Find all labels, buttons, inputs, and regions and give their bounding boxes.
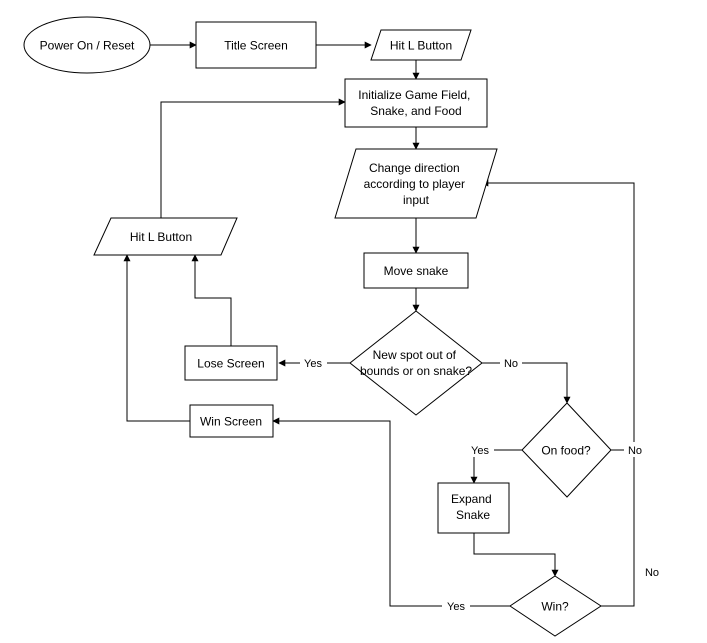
- node-power-on: Power On / Reset: [23, 16, 151, 74]
- node-win-check-label: Win?: [541, 600, 569, 614]
- edge-food-no-to-change-direction: [481, 179, 635, 451]
- edge-win-no-to-change-direction: [601, 450, 635, 607]
- edge-hit-l-to-initialize-loop: [160, 98, 346, 218]
- node-hit-l-left-label: Hit L Button: [130, 230, 192, 244]
- edges: [123, 41, 635, 607]
- node-hit-l-top: Hit L Button: [370, 29, 472, 61]
- edge-win-screen-to-hit-l: [123, 254, 190, 422]
- node-change-direction: Change direction according to player inp…: [334, 148, 498, 219]
- node-hit-l-top-label: Hit L Button: [390, 39, 452, 53]
- edge-lose-screen-to-hit-l: [191, 254, 232, 346]
- node-change-direction-label: Change direction according to player inp…: [364, 161, 469, 207]
- node-move-snake-label: Move snake: [384, 264, 449, 278]
- node-out-of-bounds-label: New spot out of bounds or on snake?: [360, 348, 472, 378]
- node-hit-l-left: Hit L Button: [93, 217, 238, 256]
- node-title-screen: Title Screen: [195, 21, 317, 69]
- edge-label-oob-no: No: [504, 358, 518, 370]
- node-win-check: Win?: [509, 575, 602, 637]
- node-expand-snake-label: Expand Snake: [451, 492, 495, 522]
- edge-labels: Yes No Yes No Yes No: [300, 355, 659, 613]
- node-on-food-label: On food?: [541, 444, 591, 458]
- edge-label-food-yes: Yes: [471, 445, 489, 457]
- edge-label-win-no: No: [645, 567, 659, 579]
- node-on-food: On food?: [521, 402, 612, 498]
- node-title-screen-label: Title Screen: [224, 39, 288, 53]
- node-lose-screen: Lose Screen: [184, 345, 278, 381]
- node-initialize: Initialize Game Field, Snake, and Food: [344, 78, 488, 128]
- node-win-screen: Win Screen: [189, 404, 274, 438]
- edge-oob-no-to-food: [482, 362, 571, 404]
- node-initialize-label: Initialize Game Field, Snake, and Food: [358, 88, 473, 118]
- node-lose-screen-label: Lose Screen: [197, 357, 264, 371]
- node-expand-snake: Expand Snake: [437, 482, 510, 534]
- node-out-of-bounds: New spot out of bounds or on snake?: [349, 310, 483, 416]
- edge-expand-to-win: [473, 533, 559, 577]
- node-power-on-label: Power On / Reset: [40, 39, 135, 53]
- edge-label-oob-yes: Yes: [304, 358, 322, 370]
- edge-label-win-yes: Yes: [447, 601, 465, 613]
- node-move-snake: Move snake: [363, 252, 469, 289]
- node-win-screen-label: Win Screen: [200, 415, 262, 429]
- edge-label-food-no: No: [628, 445, 642, 457]
